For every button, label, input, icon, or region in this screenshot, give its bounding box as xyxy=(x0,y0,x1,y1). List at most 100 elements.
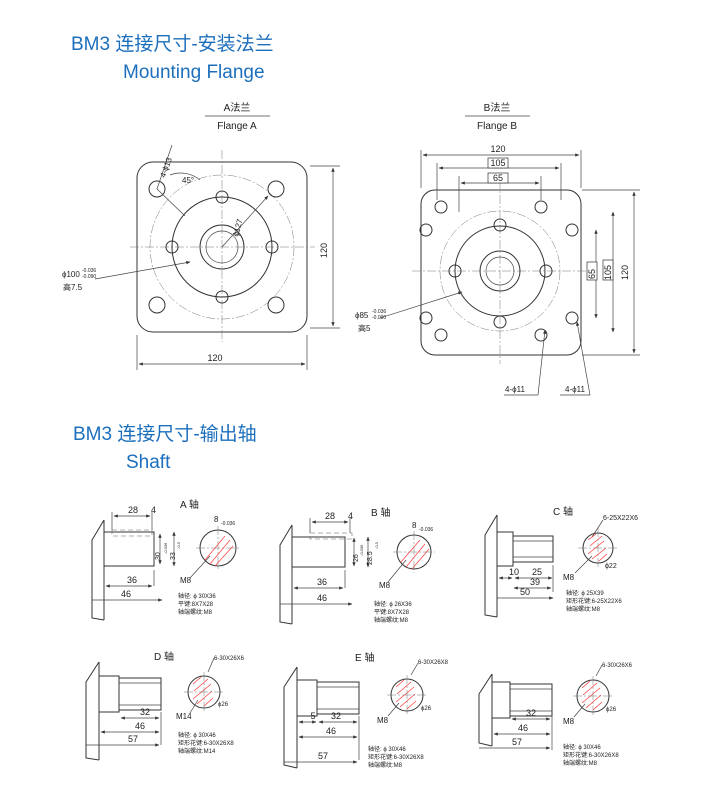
shaft-e-drawing: E 轴 6-30X26X8 ϕ26 M8 5 32 46 57 轴径: ϕ 30… xyxy=(283,651,449,769)
flange-b-hole-3 xyxy=(434,328,448,342)
shaft-a-key-tol: -0.036 xyxy=(221,521,235,527)
shaft-c-title: C 轴 xyxy=(553,505,573,518)
shaft-c-dim4: 50 xyxy=(520,587,530,597)
flange-b-hole-1 xyxy=(434,200,448,214)
flange-a-tap-hole-top xyxy=(215,190,229,204)
shaft-e-note-3: 轴端螺纹:M8 xyxy=(368,761,403,769)
shaft-f-note-1: 轴径: ϕ 30X46 xyxy=(563,743,601,751)
flange-b-hole-left xyxy=(448,264,462,278)
shaft-b-note-2: 平键:8X7X28 xyxy=(374,608,410,616)
shaft-title-en: Shaft xyxy=(126,452,171,473)
flange-a-pilot-circle xyxy=(171,196,273,298)
flange-a-angle-arc xyxy=(169,172,201,181)
shaft-c-spline-leader xyxy=(591,519,604,538)
shaft-c-note-3: 轴端螺纹:M8 xyxy=(566,605,601,613)
shaft-a-note-1: 轴径: ϕ 30X36 xyxy=(178,592,216,600)
flange-a-tap-hole-bottom xyxy=(215,290,229,304)
flange-a-pilot-leader xyxy=(94,261,191,280)
shaft-f-housing xyxy=(478,673,493,747)
flange-a-pilot-depth: 高7.5 xyxy=(63,282,83,292)
shaft-b-len2: 46 xyxy=(317,593,327,603)
shaft-d-drawing: D 轴 6-30X26X6 ϕ26 M14 32 46 57 轴径: ϕ 30X… xyxy=(85,650,245,761)
shaft-b-note-1: 轴径: ϕ 26X36 xyxy=(374,600,412,608)
shaft-e-title: E 轴 xyxy=(355,651,374,664)
flange-a-hole-leader xyxy=(156,144,173,190)
shaft-a-thread: M8 xyxy=(180,576,192,585)
flange-a-tap-hole-right xyxy=(265,240,279,254)
shaft-e-dim0: 5 xyxy=(310,711,315,721)
shaft-f-dia: ϕ26 xyxy=(606,707,617,713)
shaft-c-drawing: C 轴 6-25X22X6 ϕ22 M8 10 25 39 50 轴径: ϕ 2… xyxy=(484,505,638,618)
shaft-b-key-tol: -0.036 xyxy=(419,527,433,533)
shaft-b-dia2-tol: -0.3 xyxy=(374,541,379,549)
shaft-d-note-3: 轴端螺纹:M14 xyxy=(178,747,216,755)
shaft-c-spline xyxy=(512,535,554,563)
shaft-a-thread-leader xyxy=(189,555,211,579)
flange-b-vtotal: 120 xyxy=(620,265,630,280)
flange-a-pilot-tol-bot: -0.090 xyxy=(82,274,96,280)
shaft-e-thread: M8 xyxy=(377,716,389,725)
shaft-d-dim1: 32 xyxy=(140,707,150,717)
shaft-c-thread-leader xyxy=(574,555,593,574)
shaft-f-dim2: 46 xyxy=(518,723,528,733)
flange-a-corner-hole-tr xyxy=(267,180,285,198)
shaft-b-key-w: 8 xyxy=(412,521,417,530)
flange-a-pcd: ϕ127 xyxy=(231,217,244,237)
flange-a-45-leader xyxy=(156,188,186,217)
shaft-a-drawing: 28 4 30 -0.036 33 -0.3 A 轴 8 -0.036 36 4… xyxy=(91,498,240,621)
shaft-e-dim2: 46 xyxy=(326,726,336,736)
shaft-c-dim1: 10 xyxy=(509,567,519,577)
flange-a-label-cn: A法兰 xyxy=(224,101,251,114)
shaft-b-hatch-1 xyxy=(400,539,421,563)
shaft-d-dim2: 46 xyxy=(135,721,145,731)
shaft-f-spline xyxy=(509,683,553,717)
shaft-a-dim-top2: 4 xyxy=(151,505,156,515)
shaft-d-title: D 轴 xyxy=(154,650,174,663)
flange-b-vinner: 65 xyxy=(587,269,597,279)
shaft-c-dim2: 25 xyxy=(532,567,542,577)
shaft-d-spline-note: 6-30X26X6 xyxy=(214,656,245,662)
shaft-a-title: A 轴 xyxy=(180,498,199,511)
shaft-c-thread: M8 xyxy=(563,573,575,582)
shaft-b-dia2: 28.5 xyxy=(367,551,374,565)
shaft-a-note-3: 轴端螺纹:M8 xyxy=(178,608,213,616)
shaft-a-dia2-tol: -0.3 xyxy=(176,541,181,549)
shaft-f-spline-leader xyxy=(595,664,603,677)
flange-a-pilot-tol-top: -0.036 xyxy=(82,268,96,274)
shaft-f-spline-note: 6-30X26X6 xyxy=(602,663,633,669)
shaft-b-dia1-tol: -0.036 xyxy=(359,544,364,556)
shaft-e-spline-leader xyxy=(410,662,419,676)
flange-b-hole-top xyxy=(493,218,507,232)
shaft-f-note-3: 轴端螺纹:M8 xyxy=(563,759,598,767)
flange-b-hole-7 xyxy=(419,311,433,325)
shaft-a-dim-top1: 28 xyxy=(128,505,138,515)
flange-title-en: Mounting Flange xyxy=(123,62,265,83)
shaft-d-thread-leader xyxy=(189,699,199,714)
flange-b-holes-2: 4-ϕ11 xyxy=(565,385,585,394)
shaft-d-shoulder xyxy=(98,675,120,713)
flange-b-holes-1: 4-ϕ11 xyxy=(505,385,525,394)
flange-a-hole-note: 4-ϕ13 xyxy=(158,156,174,179)
flange-b-pilot-tol-bot: -0.090 xyxy=(372,315,386,321)
shaft-d-spline xyxy=(118,677,162,711)
flange-a-height: 120 xyxy=(319,243,329,258)
shaft-c-dim3: 39 xyxy=(530,577,540,587)
flange-a-bore-inner xyxy=(205,230,239,264)
shaft-c-dia: ϕ22 xyxy=(605,563,617,570)
flange-b-drawing: B法兰 Flange B 120 105 65 xyxy=(355,101,640,396)
shaft-a-note-2: 平键:8X7X28 xyxy=(178,600,214,608)
shaft-b-keyway xyxy=(309,532,353,540)
shaft-d-dim3: 57 xyxy=(128,734,138,744)
shaft-e-housing xyxy=(283,666,298,769)
shaft-a-hatch-2 xyxy=(209,539,231,565)
shaft-d-thread: M14 xyxy=(176,712,192,721)
flange-b-bore-inner xyxy=(485,256,515,286)
shaft-a-len2: 46 xyxy=(121,589,131,599)
flange-b-outline xyxy=(420,189,582,356)
shaft-c-note-2: 矩形花键:6-25X22X6 xyxy=(566,597,622,605)
shaft-a-keyway xyxy=(111,529,153,537)
flange-b-bolt-circle xyxy=(439,210,561,332)
flange-a-angle: 45° xyxy=(182,176,194,185)
shaft-a-dia2: 33 xyxy=(170,552,177,560)
